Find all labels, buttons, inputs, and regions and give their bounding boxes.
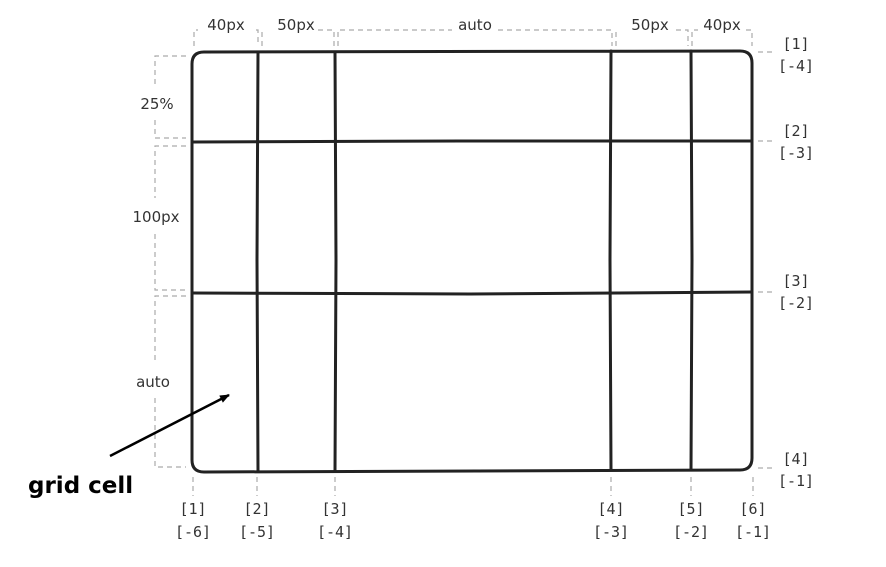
row-line-3 xyxy=(190,290,754,296)
column-line-label-3-pos: [3] xyxy=(321,500,348,518)
column-size-label-5: 40px xyxy=(703,16,741,34)
column-line-label-1-pos: [1] xyxy=(179,500,206,518)
column-size-brackets: 40px 50px auto 50px 40px xyxy=(193,16,753,46)
row-line-ticks xyxy=(758,51,776,469)
row-line-label-3-neg: [-2] xyxy=(778,294,814,312)
column-line-label-2-neg: [-5] xyxy=(239,523,275,541)
column-line-label-4-pos: [4] xyxy=(597,500,624,518)
column-line-label-6-pos: [6] xyxy=(739,500,766,518)
column-line-label-3-neg: [-4] xyxy=(317,523,353,541)
grid-cell-callout: grid cell xyxy=(28,393,230,499)
column-size-label-1: 40px xyxy=(207,16,245,34)
row-line-label-1-neg: [-4] xyxy=(778,57,814,75)
row-line-label-3-pos: [3] xyxy=(782,272,809,290)
row-line-label-4-neg: [-1] xyxy=(778,472,814,490)
row-line-label-1-pos: [1] xyxy=(782,35,809,53)
grid-frame xyxy=(190,49,754,474)
row-size-label-3: auto xyxy=(136,373,170,391)
column-line-label-4-neg: [-3] xyxy=(593,523,629,541)
column-line-3 xyxy=(333,50,338,473)
column-line-4 xyxy=(608,49,613,472)
column-size-label-2: 50px xyxy=(277,16,315,34)
column-line-label-2-pos: [2] xyxy=(243,500,270,518)
grid-cell-label: grid cell xyxy=(28,473,133,499)
column-line-label-1-neg: [-6] xyxy=(175,523,211,541)
row-line-label-2-neg: [-3] xyxy=(778,144,814,162)
row-line-label-2-pos: [2] xyxy=(782,122,809,140)
column-line-label-5-neg: [-2] xyxy=(673,523,709,541)
column-size-label-3: auto xyxy=(458,16,492,34)
row-line-labels: [1] [-4] [2] [-3] [3] [-2] [4] [-1] xyxy=(778,35,814,490)
column-line-label-6-neg: [-1] xyxy=(735,523,771,541)
column-line-2 xyxy=(255,50,260,473)
row-line-2 xyxy=(190,139,754,144)
row-size-label-1: 25% xyxy=(140,95,173,113)
column-line-ticks xyxy=(192,477,754,496)
column-line-5 xyxy=(689,49,694,472)
row-line-label-4-pos: [4] xyxy=(782,450,809,468)
callout-arrow xyxy=(109,393,230,458)
column-line-labels: [1] [-6] [2] [-5] [3] [-4] [4] [-3] [5] … xyxy=(175,500,771,541)
grid-container xyxy=(190,49,754,474)
row-size-label-2: 100px xyxy=(132,208,179,226)
row-size-brackets: 25% 100px auto xyxy=(132,55,186,468)
column-size-label-4: 50px xyxy=(631,16,669,34)
column-line-label-5-pos: [5] xyxy=(677,500,704,518)
